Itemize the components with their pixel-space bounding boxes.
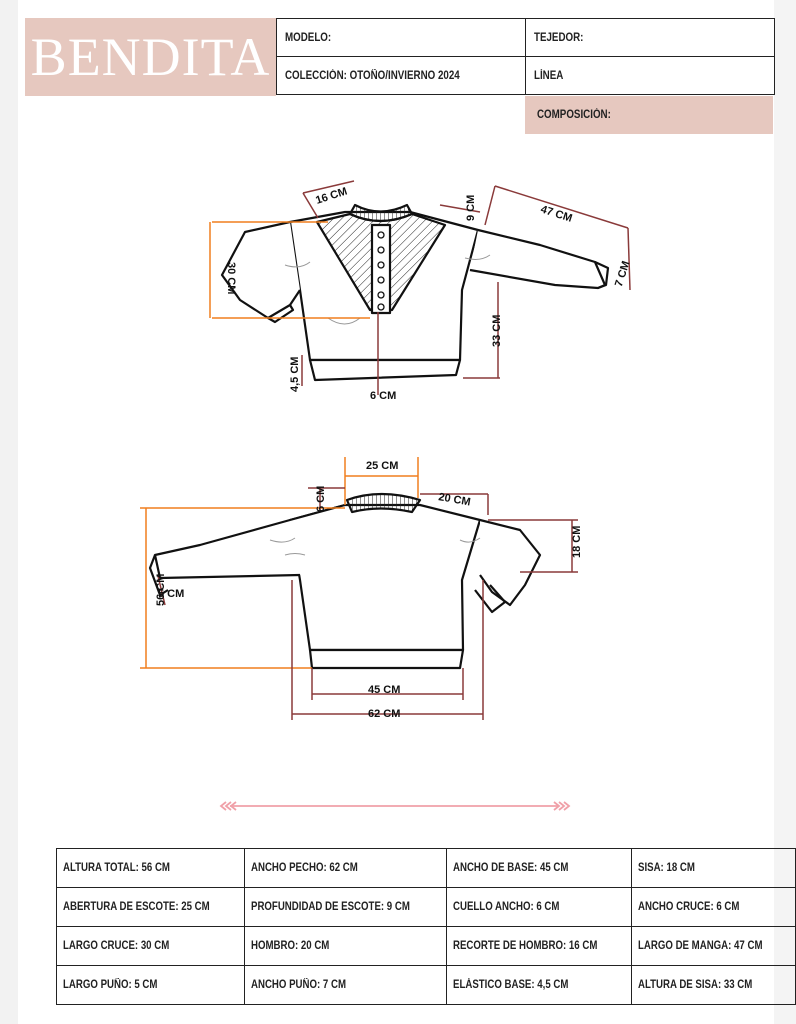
dim-cross-length: 30 CM — [225, 262, 237, 294]
spec-cell: ELÁSTICO BASE: 4,5 CM — [445, 965, 632, 1005]
spec-cell: ANCHO DE BASE: 45 CM — [445, 848, 632, 888]
table-row: LARGO CRUCE: 30 CM HOMBRO: 20 CM RECORTE… — [56, 926, 796, 966]
dim-armhole-height: 33 CM — [491, 315, 503, 347]
page-margin-right — [774, 0, 796, 1024]
dim-base-width: 45 CM — [368, 684, 400, 696]
header-table: MODELO: TEJEDOR: COLECCIÓN: OTOÑO/INVIER… — [276, 18, 775, 95]
spec-cell: HOMBRO: 20 CM — [243, 926, 447, 966]
dim-chest-width: 62 CM — [368, 708, 400, 720]
spec-cell: RECORTE DE HOMBRO: 16 CM — [445, 926, 632, 966]
spec-cell: LARGO DE MANGA: 47 CM — [630, 926, 796, 966]
spec-cell: LARGO PUÑO: 5 CM — [56, 965, 245, 1005]
composicion-field[interactable]: COMPOSICIÓN: — [525, 96, 773, 134]
back-sweater — [148, 492, 542, 670]
spec-cell: ANCHO PECHO: 62 CM — [243, 848, 447, 888]
specs-table: ALTURA TOTAL: 56 CM ANCHO PECHO: 62 CM A… — [56, 848, 796, 1005]
front-dimension-lines — [209, 180, 631, 395]
spec-cell: PROFUNDIDAD DE ESCOTE: 9 CM — [243, 887, 447, 927]
dim-total-height: 56 CM — [155, 574, 167, 606]
front-buttons — [377, 231, 385, 311]
dim-base-elastic: 4,5 CM — [289, 357, 301, 392]
spec-cell: SISA: 18 CM — [630, 848, 796, 888]
front-sweater — [220, 203, 610, 382]
page-margin-left — [0, 0, 18, 1024]
spec-cell: ABERTURA DE ESCOTE: 25 CM — [56, 887, 245, 927]
coleccion-field[interactable]: COLECCIÓN: OTOÑO/INVIERNO 2024 — [276, 56, 526, 95]
dim-sleeve-length: 47 CM — [539, 203, 574, 224]
dim-cuff-length: 5 CM — [158, 588, 184, 600]
table-row: ABERTURA DE ESCOTE: 25 CM PROFUNDIDAD DE… — [56, 887, 796, 927]
back-dimension-lines — [140, 457, 578, 720]
spec-cell: ALTURA DE SISA: 33 CM — [630, 965, 796, 1005]
brand-logo: BENDITA — [25, 18, 276, 96]
spec-cell: LARGO CRUCE: 30 CM — [56, 926, 245, 966]
table-row: ALTURA TOTAL: 56 CM ANCHO PECHO: 62 CM A… — [56, 848, 796, 888]
dim-neck-depth: 9 CM — [465, 195, 477, 221]
spec-cell: CUELLO ANCHO: 6 CM — [445, 887, 632, 927]
linea-field[interactable]: LÍNEA — [525, 56, 775, 95]
dim-neck-opening: 25 CM — [366, 460, 398, 472]
table-row: LARGO PUÑO: 5 CM ANCHO PUÑO: 7 CM ELÁSTI… — [56, 965, 796, 1005]
technical-drawing: 16 CM 9 CM 47 CM 7 CM 30 CM 33 CM 4,5 CM… — [140, 180, 632, 811]
spec-cell: ANCHO PUÑO: 7 CM — [243, 965, 447, 1005]
dim-armhole: 18 CM — [571, 526, 583, 558]
dim-collar-height: 6 CM — [315, 486, 327, 512]
spec-cell: ALTURA TOTAL: 56 CM — [56, 848, 245, 888]
dim-shoulder: 20 CM — [437, 491, 471, 508]
dim-cross-width: 6 CM — [370, 390, 396, 402]
spec-cell: ANCHO CRUCE: 6 CM — [630, 887, 796, 927]
section-divider — [219, 801, 571, 811]
